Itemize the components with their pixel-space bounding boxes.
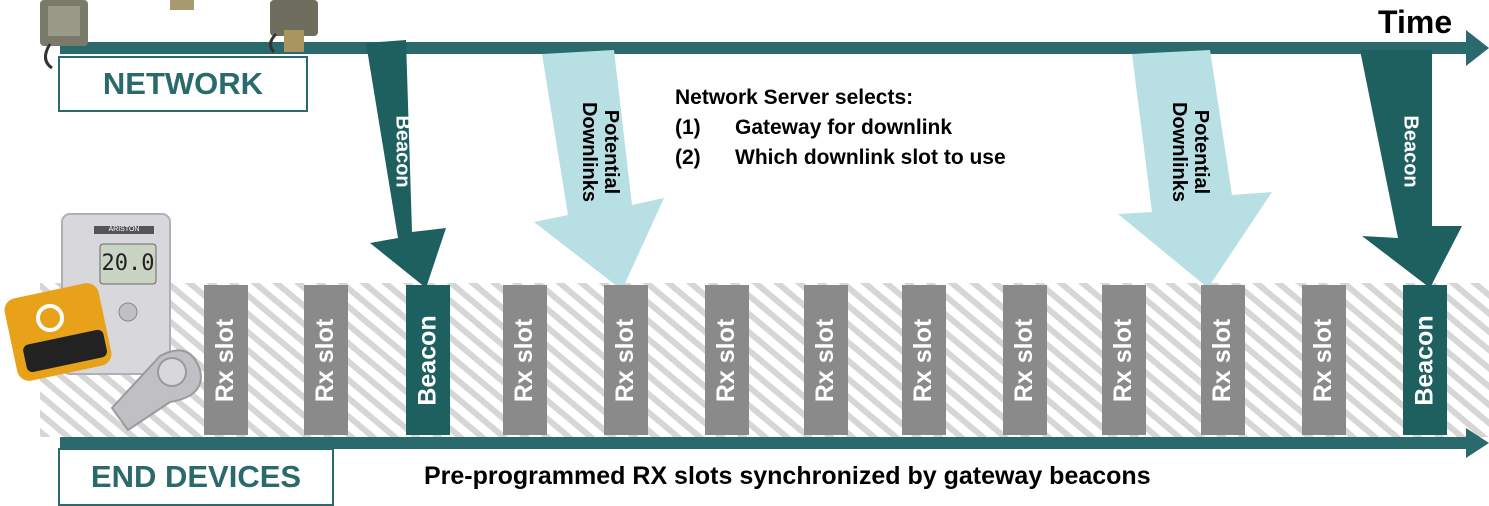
slot-label: Rx slot: [1109, 318, 1138, 402]
rx-slot: Rx slot: [705, 285, 749, 435]
end-devices-label: END DEVICES: [58, 448, 334, 506]
server-note-item1-num: (1): [675, 116, 701, 139]
rx-slot: Rx slot: [304, 285, 348, 435]
rx-slot: Rx slot: [503, 285, 547, 435]
slot-label: Rx slot: [510, 318, 539, 402]
beacon-arrow-left-label: Beacon: [391, 115, 414, 188]
rx-slot: Rx slot: [902, 285, 946, 435]
slot-label: Rx slot: [1010, 318, 1039, 402]
rx-slot: Rx slot: [1201, 285, 1245, 435]
slot-label: Rx slot: [611, 318, 640, 402]
end-device-illustration: [4, 213, 202, 432]
rx-slot: Rx slot: [1102, 285, 1146, 435]
beacon-slot: Beacon: [406, 285, 450, 435]
server-note-item2-num: (2): [675, 146, 701, 169]
rx-slot: Rx slot: [604, 285, 648, 435]
slot-label: Rx slot: [311, 318, 340, 402]
beacon-arrow-right-label: Beacon: [1399, 115, 1422, 188]
downlink-left-line2: Downlinks: [578, 101, 600, 202]
server-note-item1-text: Gateway for downlink: [735, 116, 953, 139]
slot-label: Rx slot: [211, 318, 240, 402]
device-display: 20.0: [101, 251, 155, 276]
downlink-left-line1: Potential: [600, 109, 622, 195]
downlink-arrow-right-label: Potential Downlinks: [1168, 97, 1212, 207]
downlink-arrow-right: [1118, 50, 1272, 288]
slot-band: [40, 283, 1489, 437]
server-note-heading: Network Server selects:: [675, 86, 914, 109]
slot-label: Rx slot: [1208, 318, 1237, 402]
bottom-caption: Pre-programmed RX slots synchronized by …: [424, 462, 1151, 490]
rx-slot: Rx slot: [804, 285, 848, 435]
slot-label: Beacon: [1410, 314, 1439, 406]
network-label: NETWORK: [58, 56, 308, 112]
device-brand: ARISTON: [108, 226, 140, 233]
downlink-right-line2: Downlinks: [1168, 101, 1190, 202]
slot-label: Rx slot: [712, 318, 741, 402]
slot-label: Rx slot: [1309, 318, 1338, 402]
slot-label: Rx slot: [811, 318, 840, 402]
rx-slot: Rx slot: [204, 285, 248, 435]
time-label: Time: [1378, 4, 1453, 40]
downlink-arrow-left: [534, 50, 664, 290]
rx-slot: Rx slot: [1003, 285, 1047, 435]
rx-slot: Rx slot: [1302, 285, 1346, 435]
downlink-arrow-left-label: Potential Downlinks: [578, 97, 622, 207]
server-note-item2-text: Which downlink slot to use: [735, 146, 1006, 169]
slot-label: Beacon: [413, 314, 442, 406]
beacon-arrow-left: [366, 40, 446, 288]
gateway-illustration: [40, 0, 318, 70]
network-timeline: [60, 30, 1489, 66]
downlink-right-line1: Potential: [1190, 109, 1212, 195]
slot-label: Rx slot: [909, 318, 938, 402]
beacon-arrow-right: [1360, 50, 1462, 288]
end-devices-timeline: [60, 428, 1489, 458]
beacon-slot: Beacon: [1403, 285, 1447, 435]
